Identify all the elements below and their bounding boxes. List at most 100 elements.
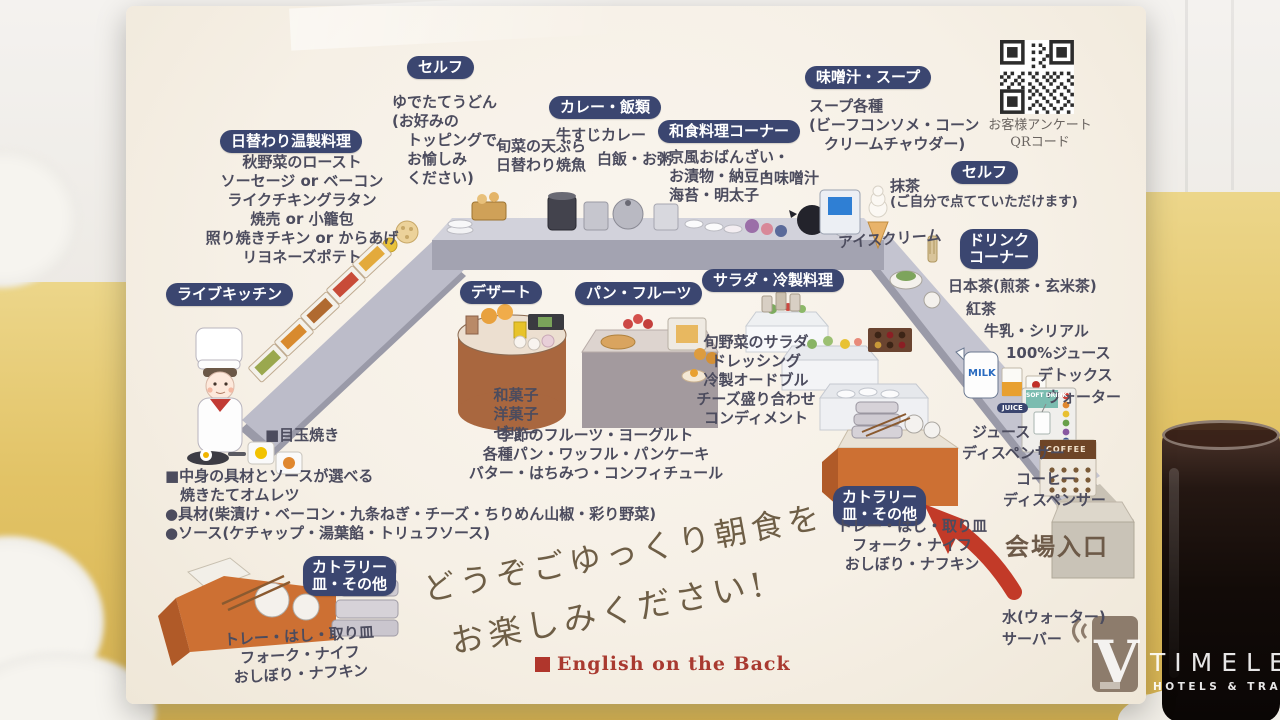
menu-item: 白味噌汁	[759, 169, 820, 187]
water-server-label: 水(ウォーター) サーバー	[1002, 606, 1106, 650]
badge-line: カトラリー	[842, 488, 918, 506]
coffee-glass	[1162, 430, 1280, 720]
menu-item: ●ソース(ケチャップ・湯葉餡・トリュフソース)	[165, 524, 491, 542]
milk-jug-label: MILK	[968, 368, 996, 379]
wall-molding-line	[1231, 0, 1234, 190]
menu-item: 牛乳・シリアル	[984, 322, 1089, 340]
red-square-icon	[535, 656, 550, 672]
menu-item: チーズ盛り合わせ	[696, 390, 816, 408]
caption-line: QRコード	[1010, 135, 1070, 150]
brand-name: TIMELESS	[1150, 648, 1280, 677]
menu-item: 日本茶(煎茶・玄米茶)	[948, 277, 1097, 295]
coffee-machine-label: COFFEE	[1046, 445, 1087, 454]
bread-fruit-items: 季節のフルーツ・ヨーグルト 各種パン・ワッフル・パンケーキ バター・はちみつ・コ…	[468, 426, 724, 483]
entrance-label: 会場入口	[1005, 533, 1109, 561]
menu-item: 冷製オードブル	[703, 371, 809, 389]
station-badge-cutlery-left: カトラリー 皿・その他	[303, 556, 397, 596]
menu-item: 牛すじカレー	[556, 126, 647, 144]
menu-item: デトックス	[1038, 366, 1113, 384]
station-badge-self-matcha: セルフ	[951, 161, 1019, 184]
caption-line: お客様アンケート	[988, 118, 1092, 133]
omelet-description: ■中身の具材とソースが選べる 焼きたてオムレツ ●具材(柴漬け・ベーコン・九条ね…	[165, 467, 656, 543]
menu-item: リヨネーズポテト	[242, 248, 362, 266]
menu-item: (お好みの	[392, 112, 459, 130]
fried-egg-label: ■目玉焼き	[265, 426, 340, 444]
cutlery-right-items: トレー・はし・取り皿 フォーク・ナイフ おしぼり・ナフキン	[817, 517, 1007, 574]
menu-item: サーバー	[1002, 630, 1062, 648]
menu-item: トレー・はし・取り皿	[836, 517, 987, 535]
badge-line: 皿・その他	[312, 574, 388, 593]
juice-dispenser-label: ジュース	[972, 423, 1031, 441]
menu-item: ください)	[392, 169, 474, 187]
menu-item: 焼きたてオムレツ	[165, 486, 300, 504]
menu-item: バター・はちみつ・コンフィチュール	[468, 464, 724, 482]
menu-item: (ビーフコンソメ・コーン	[809, 116, 980, 134]
menu-item: ゼリー	[493, 424, 539, 442]
menu-item: お漬物・納豆・	[669, 167, 775, 185]
menu-item: ドレッシング	[710, 352, 801, 370]
menu-item: 旬菜の天ぷら	[496, 137, 587, 155]
station-badge-drink-corner: ドリンク コーナー	[960, 229, 1039, 269]
menu-item: 和菓子	[493, 386, 539, 404]
soft-drink-label: SOFT DRINK	[1026, 392, 1068, 399]
salad-items: 旬野菜のサラダ ドレッシング 冷製オードブル チーズ盛り合わせ コンディメント	[665, 333, 847, 428]
menu-item: ●具材(柴漬け・ベーコン・九条ねぎ・チーズ・ちりめん山椒・彩り野菜)	[165, 505, 657, 523]
station-badge-self-udon: セルフ	[407, 56, 475, 79]
menu-item: トッピングで	[392, 131, 498, 149]
menu-item: 日替わり焼魚	[496, 156, 587, 174]
station-badge-daily-hot: 日替わり温製料理	[220, 130, 363, 153]
juice-machine-label: JUICE	[997, 403, 1028, 413]
juice-dispenser-label: ディスペンサー	[962, 444, 1065, 462]
menu-item: 京風おばんざい・	[669, 148, 790, 166]
menu-item: ソーセージ or ベーコン	[220, 172, 384, 190]
brand-initial: V	[1094, 628, 1140, 696]
station-badge-cutlery-right: カトラリー 皿・その他	[833, 486, 927, 526]
menu-note: (ご自分で点てていただけます)	[890, 194, 1078, 210]
station-badge-soup: 味噌汁・スープ	[805, 66, 932, 89]
menu-item: おしぼり・ナフキン	[844, 555, 980, 573]
daily-hot-items: 秋野菜のロースト ソーセージ or ベーコン ライクチキングラタン 焼売 or …	[182, 153, 422, 267]
white-plate	[0, 148, 78, 288]
english-note-text: English on the Back	[557, 653, 791, 675]
coffee-dispenser-label: ディスペンサー	[1003, 491, 1106, 509]
tempura-items: 旬菜の天ぷら 日替わり焼魚	[496, 137, 586, 175]
badge-line: ドリンク	[969, 231, 1030, 249]
menu-item: ライクチキングラタン	[227, 191, 377, 209]
menu-item: 100%ジュース	[1006, 344, 1111, 362]
menu-item: フォーク・ナイフ	[852, 536, 972, 554]
menu-item: 秋野菜のロースト	[242, 153, 362, 171]
station-badge-dessert: デザート	[460, 281, 543, 304]
coffee-glass-highlight	[1169, 468, 1179, 678]
badge-line: コーナー	[969, 247, 1030, 266]
station-badge-salad: サラダ・冷製料理	[702, 269, 845, 292]
menu-item: 紅茶	[966, 300, 997, 318]
menu-item: ウォーター	[1046, 388, 1122, 406]
menu-item: お愉しみ	[392, 150, 468, 168]
coffee-glass-rim	[1162, 420, 1280, 450]
english-note: English on the Back	[535, 653, 791, 675]
badge-line: カトラリー	[312, 558, 388, 576]
soup-items: スープ各種 (ビーフコンソメ・コーン クリームチャウダー)	[809, 97, 979, 154]
station-badge-curry: カレー・飯類	[549, 96, 662, 119]
menu-item: 季節のフルーツ・ヨーグルト	[498, 426, 694, 444]
menu-item: 白飯・お粥	[597, 150, 673, 168]
station-badge-bread-fruit: パン・フルーツ	[575, 282, 703, 305]
menu-item: スープ各種	[809, 97, 884, 115]
menu-item: 各種パン・ワッフル・パンケーキ	[482, 445, 710, 463]
menu-item: クリームチャウダー)	[809, 135, 966, 153]
menu-item: 照り焼きチキン or からあげ	[205, 229, 399, 247]
wall-molding-line	[1185, 0, 1188, 195]
station-badge-washoku: 和食料理コーナー	[658, 120, 801, 143]
station-badge-live-kitchen: ライブキッチン	[166, 283, 294, 306]
survey-qr-caption: お客様アンケート QRコード	[978, 117, 1102, 151]
menu-item: 旬野菜のサラダ	[703, 333, 809, 351]
menu-item: ■中身の具材とソースが選べる	[165, 467, 374, 485]
brand-tagline: HOTELS & TRAVEL	[1153, 681, 1280, 693]
menu-item: 海苔・明太子	[669, 186, 760, 204]
self-udon-note: ゆでたてうどん (お好みの トッピングで お愉しみ ください)	[392, 93, 497, 188]
menu-item: 洋菓子	[493, 405, 539, 423]
menu-item: 抹茶	[890, 177, 921, 195]
menu-item: コンディメント	[704, 409, 808, 427]
washoku-items: 京風おばんざい・ お漬物・納豆・ 海苔・明太子	[669, 148, 789, 205]
